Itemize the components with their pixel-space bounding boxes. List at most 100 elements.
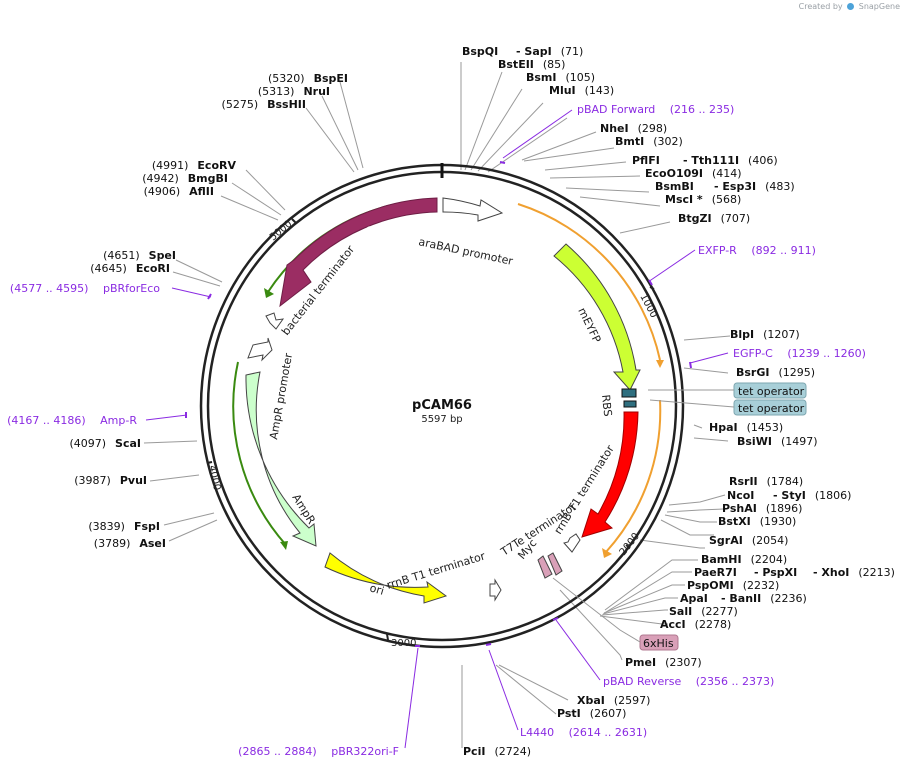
feature-RBS-block-1: [621, 388, 637, 398]
site-name: EGFP-C: [733, 347, 773, 360]
feature-Myc: [537, 555, 553, 579]
site-position: (3789): [94, 537, 131, 550]
plasmid-name: pCAM66: [412, 398, 472, 413]
site-position: (2724): [494, 745, 531, 758]
site-name: SgrAI: [709, 534, 743, 547]
site-name: BspEI: [314, 72, 348, 85]
site-name: BstEII: [498, 58, 534, 71]
site-label-xbai: XbaI (2597): [577, 694, 650, 707]
site-name: ApaI: [680, 592, 708, 605]
green-arc-ampr: [232, 361, 287, 546]
site-name: PflFI: [632, 154, 660, 167]
site-position: (4991): [152, 159, 189, 172]
site-name: FspI: [134, 520, 160, 533]
site-position: (71): [561, 45, 584, 58]
site-name: PvuI: [120, 474, 147, 487]
site-position: (2236): [770, 592, 807, 605]
site-position: (1453): [747, 421, 784, 434]
site-label-scai: (4097) ScaI: [69, 437, 141, 450]
label-ori: ori: [368, 581, 385, 597]
site-position: (568): [712, 193, 742, 206]
site-name: Amp-R: [100, 414, 137, 427]
green-arc-ampr-head: [280, 541, 288, 550]
site-position: (1784): [767, 475, 804, 488]
primer-label-pbad-reverse: pBAD Reverse (2356 .. 2373): [603, 675, 774, 688]
sixhis-label: 6xHis: [643, 637, 674, 650]
feature-rrnB-T1-right: [563, 533, 581, 553]
site-position: (4906): [144, 185, 181, 198]
site-label-xhoi: - XhoI (2213): [813, 566, 895, 579]
green-arc-arac-head: [264, 288, 274, 298]
site-label-bstxi: BstXI (1930): [718, 515, 796, 528]
site-position: (4097): [69, 437, 106, 450]
feature-mEYFP: [553, 243, 641, 391]
orange-arc-upper: [517, 203, 661, 361]
site-position: (4651): [103, 249, 140, 262]
site-name: BmtI: [615, 135, 644, 148]
site-label-apai: ApaI: [680, 592, 708, 605]
site-position: (85): [543, 58, 566, 71]
feature-ori: [324, 552, 448, 604]
site-labels: BspQI- SapI (71)BstEII (85)BsmI (105)Mlu…: [7, 45, 895, 758]
feature-araBAD-promoter: [442, 197, 504, 222]
site-position: (406): [748, 154, 778, 167]
tick-label-5000: 5000: [268, 219, 295, 244]
site-position: (1930): [760, 515, 797, 528]
label-rrnB-T1-right: rrnB T1 terminator: [552, 443, 618, 537]
scale-ticks: [206, 218, 655, 641]
site-name: AseI: [139, 537, 166, 550]
tet-operator-box-2: [733, 399, 807, 416]
site-name: AflII: [189, 185, 214, 198]
site-label-ecori: (4645) EcoRI: [90, 262, 170, 275]
site-name: PmeI: [625, 656, 656, 669]
tet-operator-label-2: tet operator: [738, 402, 805, 415]
site-name: RsrII: [729, 475, 758, 488]
site-name: EXFP-R: [698, 244, 737, 257]
site-position: (707): [721, 212, 751, 225]
orange-arc-lower: [605, 399, 662, 553]
site-position: (4645): [90, 262, 127, 275]
site-position: (4942): [142, 172, 179, 185]
site-label-asei: (3789) AseI: [94, 537, 166, 550]
site-position: (105): [566, 71, 596, 84]
site-name: SalI: [669, 605, 692, 618]
site-label-mlui: MluI (143): [549, 84, 614, 97]
plasmid-length: 5597 bp: [421, 414, 462, 425]
site-position: (2307): [665, 656, 702, 669]
site-name: PciI: [463, 745, 485, 758]
site-position: (5313): [258, 85, 295, 98]
site-label-bspei: (5320) BspEI: [268, 72, 348, 85]
feature-rrnB-T1-bottom: [489, 578, 502, 602]
primer-label-exfp-r: EXFP-R (892 .. 911): [698, 244, 816, 257]
site-position: (3987): [74, 474, 111, 487]
site-position: (2597): [614, 694, 651, 707]
site-position: (2213): [858, 566, 895, 579]
site-label-pshai: PshAI (1896): [722, 502, 802, 515]
site-name: BsmI: [526, 71, 557, 84]
site-position: (302): [653, 135, 683, 148]
primer-label-pbrforeco: (4577 .. 4595) pBRforEco: [10, 282, 160, 295]
site-name: PaeR7I: [694, 566, 737, 579]
site-position: (2865 .. 2884): [238, 745, 317, 758]
site-label-bsshii: (5275) BssHII: [222, 98, 306, 111]
site-name: L4440: [520, 726, 554, 739]
site-name: PstI: [557, 707, 581, 720]
primer-leaders: [145, 109, 729, 749]
site-label-nhei: NheI (298): [600, 122, 667, 135]
site-position: (1207): [763, 328, 800, 341]
site-label-esp3i: - Esp3I (483): [714, 180, 795, 193]
label-RBS: RBS: [599, 394, 614, 417]
site-name: EcoRI: [136, 262, 170, 275]
site-label-ncoi: NcoI: [727, 489, 754, 502]
site-position: (4167 .. 4186): [7, 414, 86, 427]
sixhis-leader: [552, 577, 641, 643]
tick-label-3000: 3000: [391, 638, 416, 649]
site-name: ScaI: [115, 437, 141, 450]
site-name: XbaI: [577, 694, 605, 707]
site-name: NruI: [303, 85, 330, 98]
site-label-bsmbi: BsmBI: [655, 180, 694, 193]
snapgene-logo-icon: [847, 3, 855, 10]
site-position: (414): [712, 167, 742, 180]
site-name: AccI: [660, 618, 686, 631]
tet-leader-2: [649, 399, 735, 408]
